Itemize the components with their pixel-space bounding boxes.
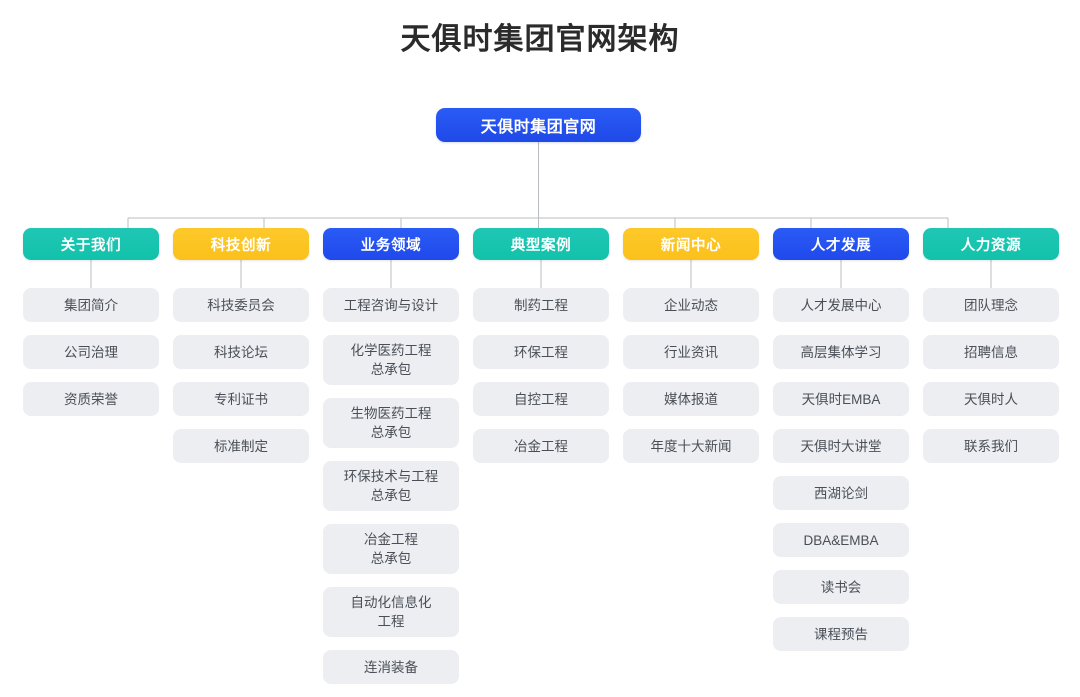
column-header-1[interactable]: 关于我们 <box>23 228 159 260</box>
menu-item[interactable]: 西湖论剑 <box>773 476 909 510</box>
menu-item[interactable]: 工程咨询与设计 <box>323 288 459 322</box>
column-header-5[interactable]: 新闻中心 <box>623 228 759 260</box>
org-column: 人才发展人才发展中心高层集体学习天俱时EMBA 天俱时大讲堂西湖论剑 DBA&EMB… <box>766 228 916 697</box>
root-node[interactable]: 天俱时集团官网 <box>436 108 641 142</box>
menu-item[interactable]: 制药工程 <box>473 288 609 322</box>
menu-item[interactable]: 资质荣誉 <box>23 382 159 416</box>
menu-item[interactable]: 标准制定 <box>173 429 309 463</box>
org-column: 新闻中心企业动态行业资讯媒体报道年度十大新闻 <box>616 228 766 697</box>
menu-item[interactable]: 企业动态 <box>623 288 759 322</box>
org-column: 业务领域工程咨询与设计化学医药工程总承包生物医药工程总承包环保技术与工程总承包冶… <box>316 228 466 697</box>
menu-item[interactable]: 科技论坛 <box>173 335 309 369</box>
menu-item[interactable]: 自控工程 <box>473 382 609 416</box>
menu-item[interactable]: 化学医药工程总承包 <box>323 335 459 385</box>
menu-item[interactable]: 招聘信息 <box>923 335 1059 369</box>
menu-item[interactable]: 连消装备 <box>323 650 459 684</box>
menu-item[interactable]: 联系我们 <box>923 429 1059 463</box>
menu-item[interactable]: 环保技术与工程总承包 <box>323 461 459 511</box>
menu-item[interactable]: 天俱时大讲堂 <box>773 429 909 463</box>
menu-item[interactable]: 自动化信息化工程 <box>323 587 459 637</box>
org-column: 典型案例制药工程环保工程自控工程冶金工程 <box>466 228 616 697</box>
menu-item[interactable]: DBA&EMBA <box>773 523 909 557</box>
menu-item[interactable]: 天俱时EMBA <box>773 382 909 416</box>
page-title: 天俱时集团官网架构 <box>400 23 680 56</box>
menu-item[interactable]: 高层集体学习 <box>773 335 909 369</box>
menu-item[interactable]: 公司治理 <box>23 335 159 369</box>
menu-item[interactable]: 天俱时人 <box>923 382 1059 416</box>
column-header-3[interactable]: 业务领域 <box>323 228 459 260</box>
menu-item[interactable]: 读书会 <box>773 570 909 604</box>
menu-item[interactable]: 专利证书 <box>173 382 309 416</box>
column-header-6[interactable]: 人才发展 <box>773 228 909 260</box>
org-column: 科技创新科技委员会科技论坛专利证书标准制定 <box>166 228 316 697</box>
column-container: 关于我们集团简介公司治理资质荣誉科技创新科技委员会科技论坛专利证书标准制定业务领… <box>0 228 1080 697</box>
menu-item[interactable]: 冶金工程 <box>473 429 609 463</box>
menu-item[interactable]: 年度十大新闻 <box>623 429 759 463</box>
menu-item[interactable]: 媒体报道 <box>623 382 759 416</box>
menu-item[interactable]: 冶金工程总承包 <box>323 524 459 574</box>
org-column: 关于我们集团简介公司治理资质荣誉 <box>16 228 166 697</box>
menu-item[interactable]: 环保工程 <box>473 335 609 369</box>
column-header-7[interactable]: 人力资源 <box>923 228 1059 260</box>
menu-item[interactable]: 集团简介 <box>23 288 159 322</box>
org-column: 人力资源团队理念招聘信息天俱时人联系我们 <box>916 228 1066 697</box>
menu-item[interactable]: 生物医药工程总承包 <box>323 398 459 448</box>
column-header-4[interactable]: 典型案例 <box>473 228 609 260</box>
menu-item[interactable]: 行业资讯 <box>623 335 759 369</box>
menu-item[interactable]: 人才发展中心 <box>773 288 909 322</box>
menu-item[interactable]: 课程预告 <box>773 617 909 651</box>
menu-item[interactable]: 科技委员会 <box>173 288 309 322</box>
org-chart-page: 天俱时集团官网架构 天俱时集团官网 关于我们集团简介公司治理资质荣誉科技创 <box>23 23 1059 684</box>
column-header-2[interactable]: 科技创新 <box>173 228 309 260</box>
menu-item[interactable]: 团队理念 <box>923 288 1059 322</box>
